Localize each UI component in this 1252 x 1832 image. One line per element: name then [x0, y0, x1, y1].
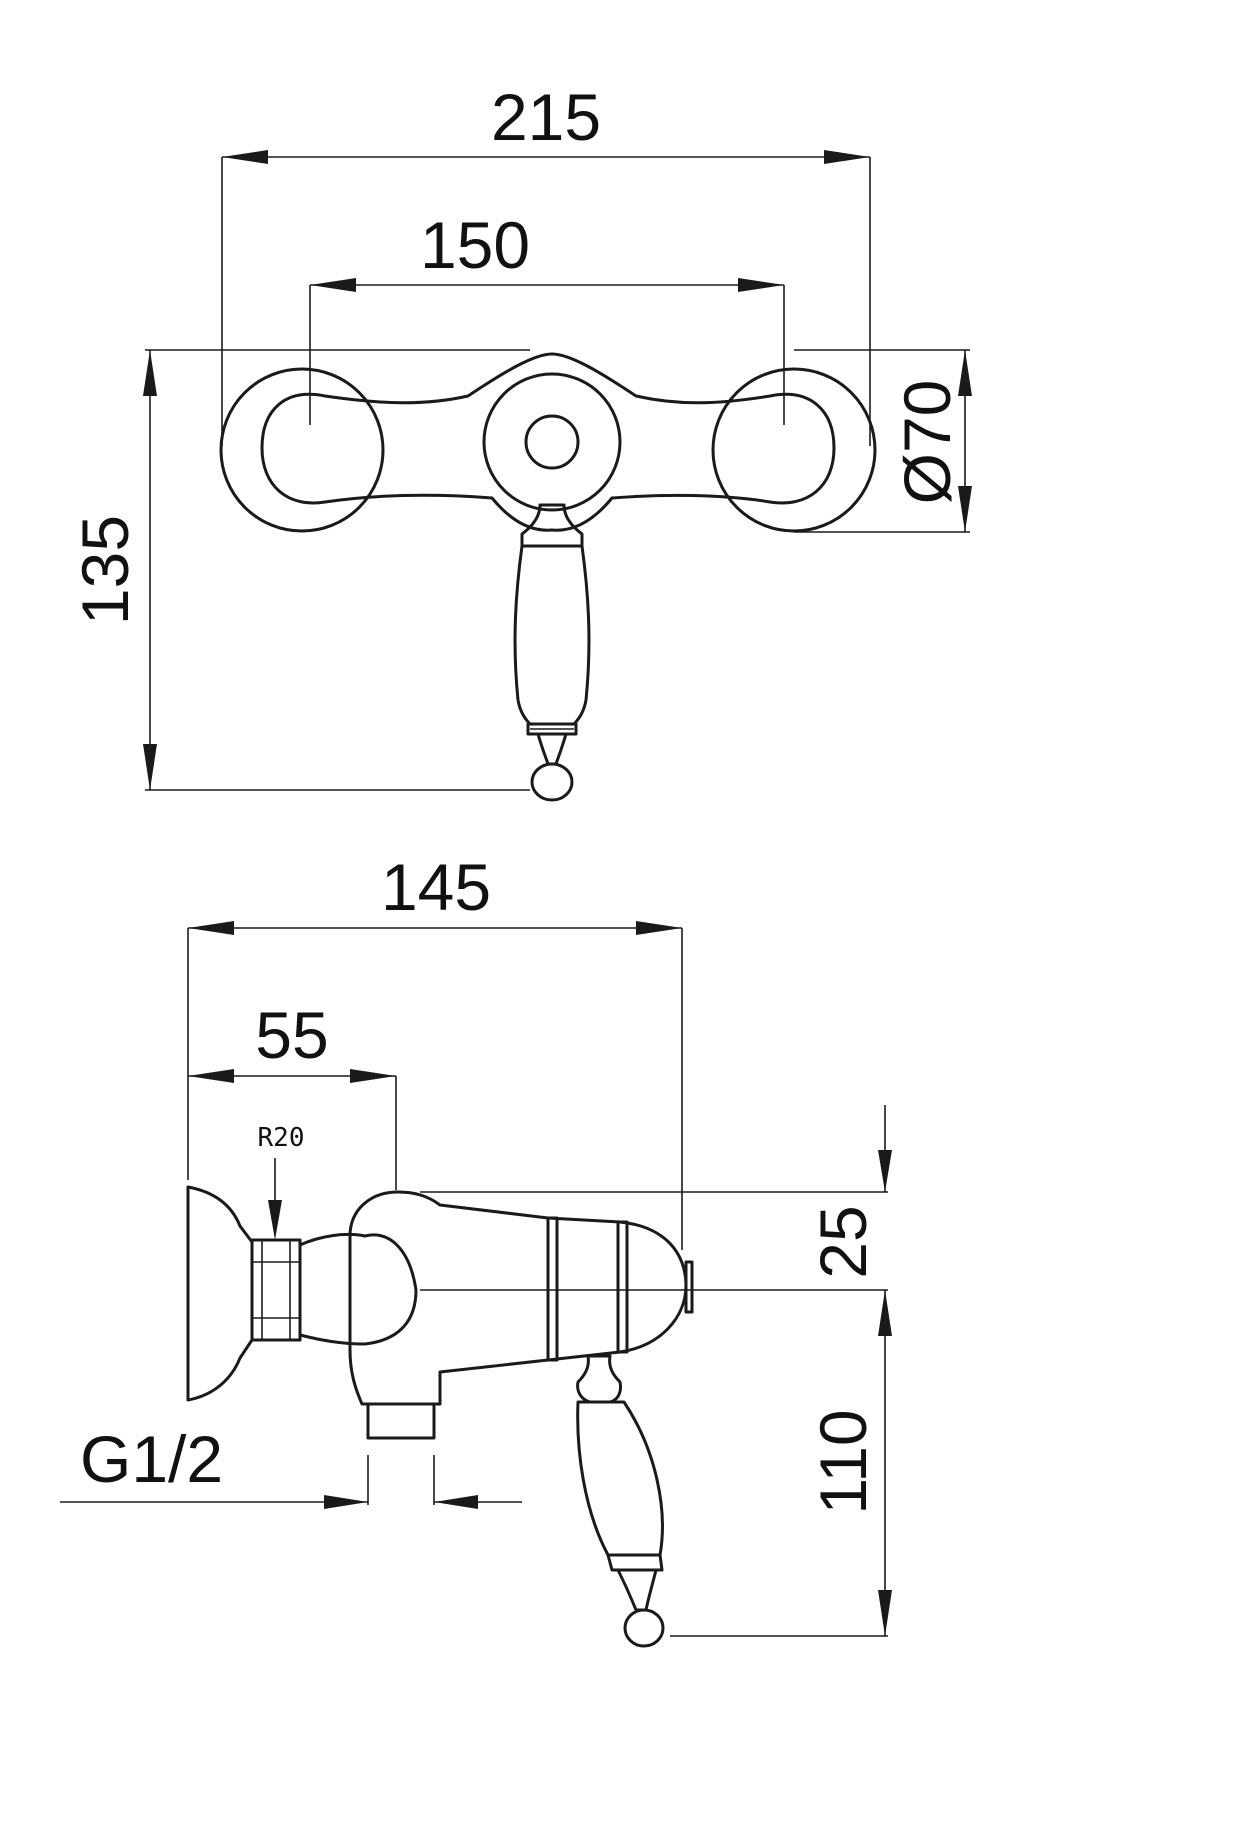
side-wall-flange [186, 1185, 254, 1402]
dim-wall-to-body-label: 55 [255, 998, 328, 1072]
side-valve-body [298, 1190, 694, 1440]
dim-diameter-70: Ø70 [890, 350, 972, 532]
dim-thread-label: G1/2 [80, 1422, 223, 1496]
body-outline [260, 352, 836, 532]
front-handle [513, 503, 591, 802]
dim-depth-label: 145 [381, 850, 491, 924]
dim-55: 55 [188, 998, 396, 1083]
dim-135: 135 [68, 350, 157, 790]
dim-handle-drop-label: 110 [806, 1409, 880, 1514]
dim-radius-label: R20 [258, 1123, 305, 1153]
left-flange [219, 367, 385, 533]
dim-flange-diameter-label: Ø70 [890, 380, 964, 505]
center-rosette [482, 372, 622, 512]
dim-25: 25 [806, 1105, 892, 1279]
front-extension-lines [145, 157, 970, 791]
front-view-body [219, 352, 877, 533]
center-spindle [524, 414, 580, 470]
dim-inlet-centers-label: 150 [420, 208, 530, 282]
side-hex-nut [250, 1238, 302, 1342]
front-view: 215 150 135 Ø70 [68, 80, 972, 802]
right-flange [711, 367, 877, 533]
dim-150: 150 [310, 208, 784, 292]
side-view: 145 55 R20 25 110 [60, 850, 892, 1648]
dim-overall-width-label: 215 [491, 80, 601, 154]
side-extension-lines [187, 928, 888, 1637]
dim-height-label: 135 [68, 515, 142, 625]
dim-110: 110 [806, 1290, 892, 1636]
dim-offset-label: 25 [806, 1205, 880, 1278]
side-handle [576, 1354, 665, 1648]
dim-r20: R20 [258, 1123, 305, 1240]
dim-145: 145 [188, 850, 682, 935]
dim-g12: G1/2 [60, 1422, 522, 1509]
dim-215: 215 [222, 80, 870, 164]
